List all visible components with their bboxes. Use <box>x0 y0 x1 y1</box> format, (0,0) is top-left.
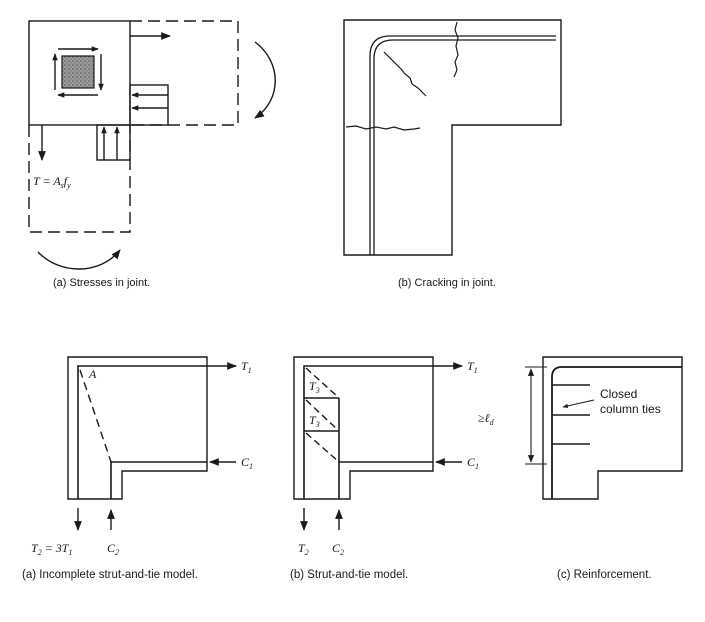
c2-label: C2 <box>332 541 344 557</box>
column-flexural-crack <box>345 125 421 131</box>
strut-3 <box>305 432 340 463</box>
bottom-fig-a-caption: (a) Incomplete strut-and-tie model. <box>22 569 198 581</box>
t2-label: T2 <box>298 541 309 557</box>
ties-label-line2: column ties <box>600 402 661 416</box>
stress-element <box>61 55 95 89</box>
top-tie <box>303 365 433 499</box>
rebar-outer <box>369 35 556 255</box>
t1-label: T1 <box>467 359 478 375</box>
node-a-label: A <box>88 367 97 381</box>
frame-outline <box>343 19 562 256</box>
bottom-fig-b-caption: (b) Strut-and-tie model. <box>290 569 408 581</box>
frame-outline <box>542 356 683 500</box>
column-moment-arc <box>37 249 121 270</box>
ties-leader-arrow <box>562 399 595 409</box>
c1-label: C1 <box>467 455 479 471</box>
beam-moment-arc <box>254 41 276 119</box>
beam-compression-block <box>129 84 169 126</box>
c1-label: C1 <box>241 455 253 471</box>
top-fig-b-caption: (b) Cracking in joint. <box>398 277 496 289</box>
beam-compression <box>110 461 207 499</box>
diagonal-crack <box>383 51 427 97</box>
beam-compression <box>338 461 433 499</box>
beam-flexural-crack <box>453 21 459 78</box>
c2-label: C2 <box>107 541 119 557</box>
bottom-fig-c-caption: (c) Reinforcement. <box>557 569 652 581</box>
bottom-fig-b-model <box>293 356 463 531</box>
frame-outline <box>293 356 434 500</box>
joint-square <box>28 20 131 126</box>
t1-label: T1 <box>241 359 252 375</box>
bottom-fig-c-reinforcement <box>525 356 683 500</box>
strut-1 <box>305 367 340 399</box>
diagonal-strut <box>79 369 112 463</box>
top-fig-a-stresses <box>28 20 276 270</box>
t3-label-upper: T3 <box>309 379 320 395</box>
t2-label: T2 = 3T1 <box>31 541 72 557</box>
top-fig-a-caption: (a) Stresses in joint. <box>53 277 150 289</box>
bottom-fig-a-incomplete-model <box>67 356 237 531</box>
frame-outline <box>67 356 208 500</box>
development-length-label: ≥ℓd <box>478 411 495 427</box>
column-compression-block <box>96 124 131 161</box>
rebar-inner <box>373 39 556 255</box>
ties-label-line1: Closed <box>600 387 637 401</box>
strut-2 <box>305 399 340 432</box>
t3-label-lower: T3 <box>309 413 320 429</box>
top-tie <box>77 365 207 499</box>
beam-dashed-outline <box>130 20 239 126</box>
column-dashed-outline <box>28 125 131 233</box>
hooked-bar <box>551 366 682 499</box>
tension-formula: T = Asfy <box>33 174 71 190</box>
top-fig-b-cracking <box>343 19 562 256</box>
